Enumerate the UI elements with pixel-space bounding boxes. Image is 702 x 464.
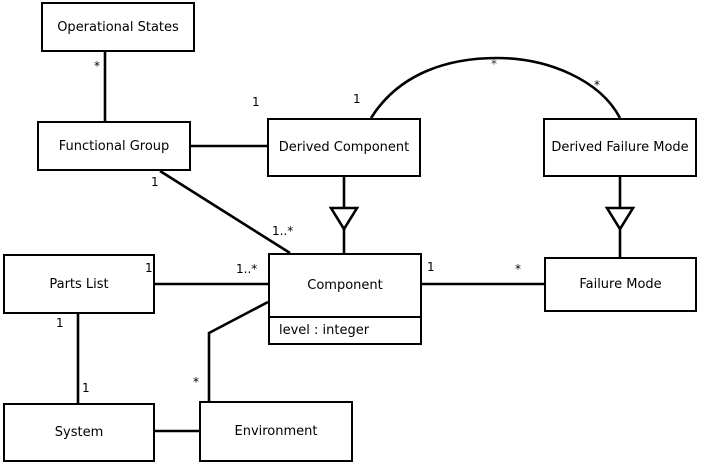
generalization-triangle-component bbox=[328, 206, 360, 232]
connector-derived-component-derived-failure-mode bbox=[369, 56, 622, 119]
class-box-operational-states[interactable]: Operational States bbox=[41, 2, 195, 52]
multiplicity-derived-component-arc: 1 bbox=[353, 92, 361, 106]
class-box-derived-component[interactable]: Derived Component bbox=[267, 118, 421, 177]
multiplicity-operational-states-functional-group: * bbox=[94, 59, 100, 73]
class-name-environment: Environment bbox=[234, 424, 318, 439]
class-name-parts-list: Parts List bbox=[49, 276, 109, 292]
multiplicity-failure-mode-component: * bbox=[515, 262, 521, 276]
class-box-functional-group[interactable]: Functional Group bbox=[37, 121, 191, 171]
multiplicity-component-failure-mode: 1 bbox=[427, 260, 435, 274]
multiplicity-parts-list-system: 1 bbox=[56, 316, 64, 330]
multiplicity-functional-group-derived-component: 1 bbox=[252, 95, 260, 109]
multiplicity-derived-failure-mode-arc: * bbox=[594, 78, 600, 92]
class-name-derived-component: Derived Component bbox=[278, 140, 410, 155]
class-box-derived-failure-mode[interactable]: Derived Failure Mode bbox=[543, 118, 697, 177]
connector-environment-component bbox=[207, 300, 269, 401]
class-box-component[interactable]: Component level : integer bbox=[268, 253, 422, 345]
class-box-environment[interactable]: Environment bbox=[199, 401, 353, 462]
class-name-derived-failure-mode: Derived Failure Mode bbox=[551, 140, 689, 155]
multiplicity-arc-apex: * bbox=[491, 57, 497, 71]
class-name-failure-mode: Failure Mode bbox=[579, 277, 662, 292]
class-name-operational-states: Operational States bbox=[57, 19, 179, 35]
class-name-system: System bbox=[54, 425, 104, 440]
multiplicity-parts-list-component: 1 bbox=[145, 261, 153, 275]
class-box-parts-list[interactable]: Parts List bbox=[3, 254, 155, 314]
multiplicity-component-functional-group: 1..* bbox=[272, 224, 294, 238]
class-box-system[interactable]: System bbox=[3, 403, 155, 462]
multiplicity-component-parts-list: 1..* bbox=[236, 262, 258, 276]
multiplicity-environment-component: * bbox=[193, 375, 199, 389]
connector-functional-group-component bbox=[159, 169, 291, 255]
multiplicity-functional-group-component: 1 bbox=[151, 175, 159, 189]
class-box-failure-mode[interactable]: Failure Mode bbox=[544, 257, 697, 312]
class-attribute-component-level: level : integer bbox=[270, 316, 420, 343]
generalization-triangle-failure-mode bbox=[604, 206, 636, 232]
class-name-component: Component bbox=[307, 278, 383, 293]
class-name-functional-group: Functional Group bbox=[58, 138, 170, 154]
multiplicity-system-parts-list: 1 bbox=[82, 381, 90, 395]
